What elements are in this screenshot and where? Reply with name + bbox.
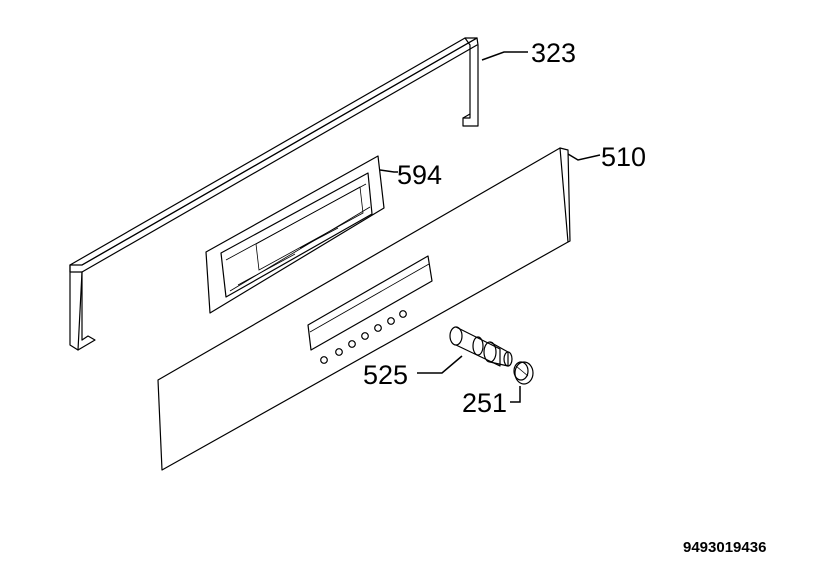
part-510-control-panel	[157, 147, 571, 471]
label-525: 525	[363, 360, 408, 390]
leader-251	[510, 386, 521, 403]
part-525-spindle	[449, 326, 513, 367]
leader-525	[417, 355, 463, 374]
label-323: 323	[531, 38, 576, 68]
leader-594	[379, 169, 398, 173]
document-id: 9493019436	[683, 539, 766, 556]
leader-510	[567, 153, 601, 161]
leader-323	[481, 51, 528, 61]
label-251: 251	[462, 388, 507, 418]
part-594-display-window	[205, 155, 385, 314]
part-323-frame	[69, 37, 479, 351]
part-251-knob	[513, 361, 534, 385]
label-510: 510	[601, 142, 646, 172]
label-594: 594	[397, 160, 442, 190]
